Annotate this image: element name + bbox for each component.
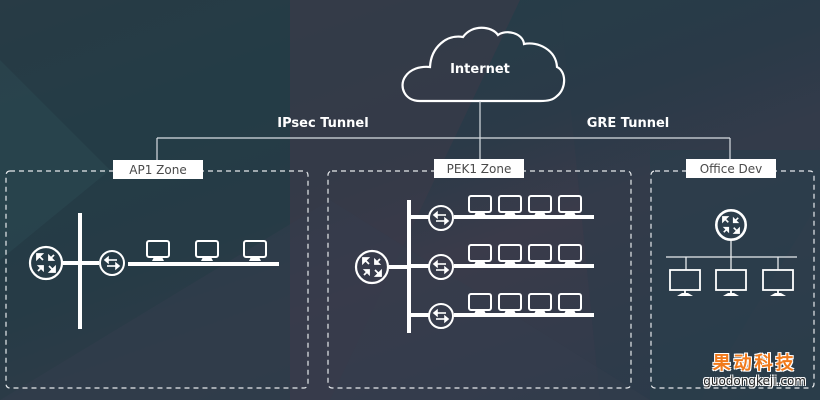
switch-icon[interactable] — [428, 205, 454, 231]
zone-label-pek1[interactable]: PEK1 Zone — [434, 159, 524, 178]
zone-box-office-dev — [650, 170, 815, 389]
zone-office-dev-topology — [666, 209, 797, 297]
zone-label-office-dev[interactable]: Office Dev — [686, 159, 776, 178]
monitor-icon[interactable] — [558, 195, 582, 217]
zone-label-ap1[interactable]: AP1 Zone — [113, 160, 203, 179]
tunnel-links — [156, 101, 731, 160]
watermark: 果动科技 guodongkeji.com — [703, 353, 806, 389]
switch-icon[interactable] — [428, 303, 454, 329]
zone-box-pek1 — [327, 170, 632, 389]
router-icon[interactable] — [354, 249, 390, 285]
lan-row-1 — [409, 195, 594, 231]
monitor-icon[interactable] — [243, 240, 267, 262]
monitor-icon[interactable] — [715, 269, 747, 297]
monitor-icon[interactable] — [528, 195, 552, 217]
monitor-icon[interactable] — [558, 244, 582, 266]
internet-cloud[interactable]: Internet — [401, 26, 566, 103]
router-icon[interactable] — [28, 245, 64, 281]
watermark-chinese: 果动科技 — [712, 353, 797, 374]
internet-label: Internet — [450, 62, 510, 77]
monitor-icon[interactable] — [468, 195, 492, 217]
ipsec-tunnel-label: IPsec Tunnel — [277, 116, 368, 131]
monitor-icon[interactable] — [762, 269, 794, 297]
monitor-icon[interactable] — [468, 293, 492, 315]
monitor-icon[interactable] — [528, 293, 552, 315]
lan-row-2 — [409, 244, 594, 280]
monitor-icon[interactable] — [498, 244, 522, 266]
gre-tunnel-label: GRE Tunnel — [587, 116, 670, 131]
router-icon[interactable] — [715, 209, 747, 241]
zone-label-office-dev-text: Office Dev — [700, 162, 763, 176]
monitor-icon[interactable] — [558, 293, 582, 315]
monitor-icon[interactable] — [669, 269, 701, 297]
cloud-icon — [401, 26, 566, 103]
zone-pek1-topology — [354, 195, 594, 333]
monitor-icon[interactable] — [528, 244, 552, 266]
lan-row-3 — [409, 293, 594, 329]
zone-label-pek1-text: PEK1 Zone — [447, 162, 512, 176]
switch-icon[interactable] — [428, 254, 454, 280]
monitor-icon[interactable] — [498, 293, 522, 315]
zone-label-ap1-text: AP1 Zone — [129, 163, 186, 177]
zone-ap1-topology — [28, 213, 279, 329]
watermark-domain: guodongkeji.com — [703, 374, 806, 388]
switch-icon[interactable] — [99, 250, 125, 276]
monitor-icon[interactable] — [498, 195, 522, 217]
monitor-icon[interactable] — [468, 244, 492, 266]
monitor-icon[interactable] — [195, 240, 219, 262]
zone-box-ap1 — [5, 170, 309, 389]
monitor-icon[interactable] — [146, 240, 170, 262]
